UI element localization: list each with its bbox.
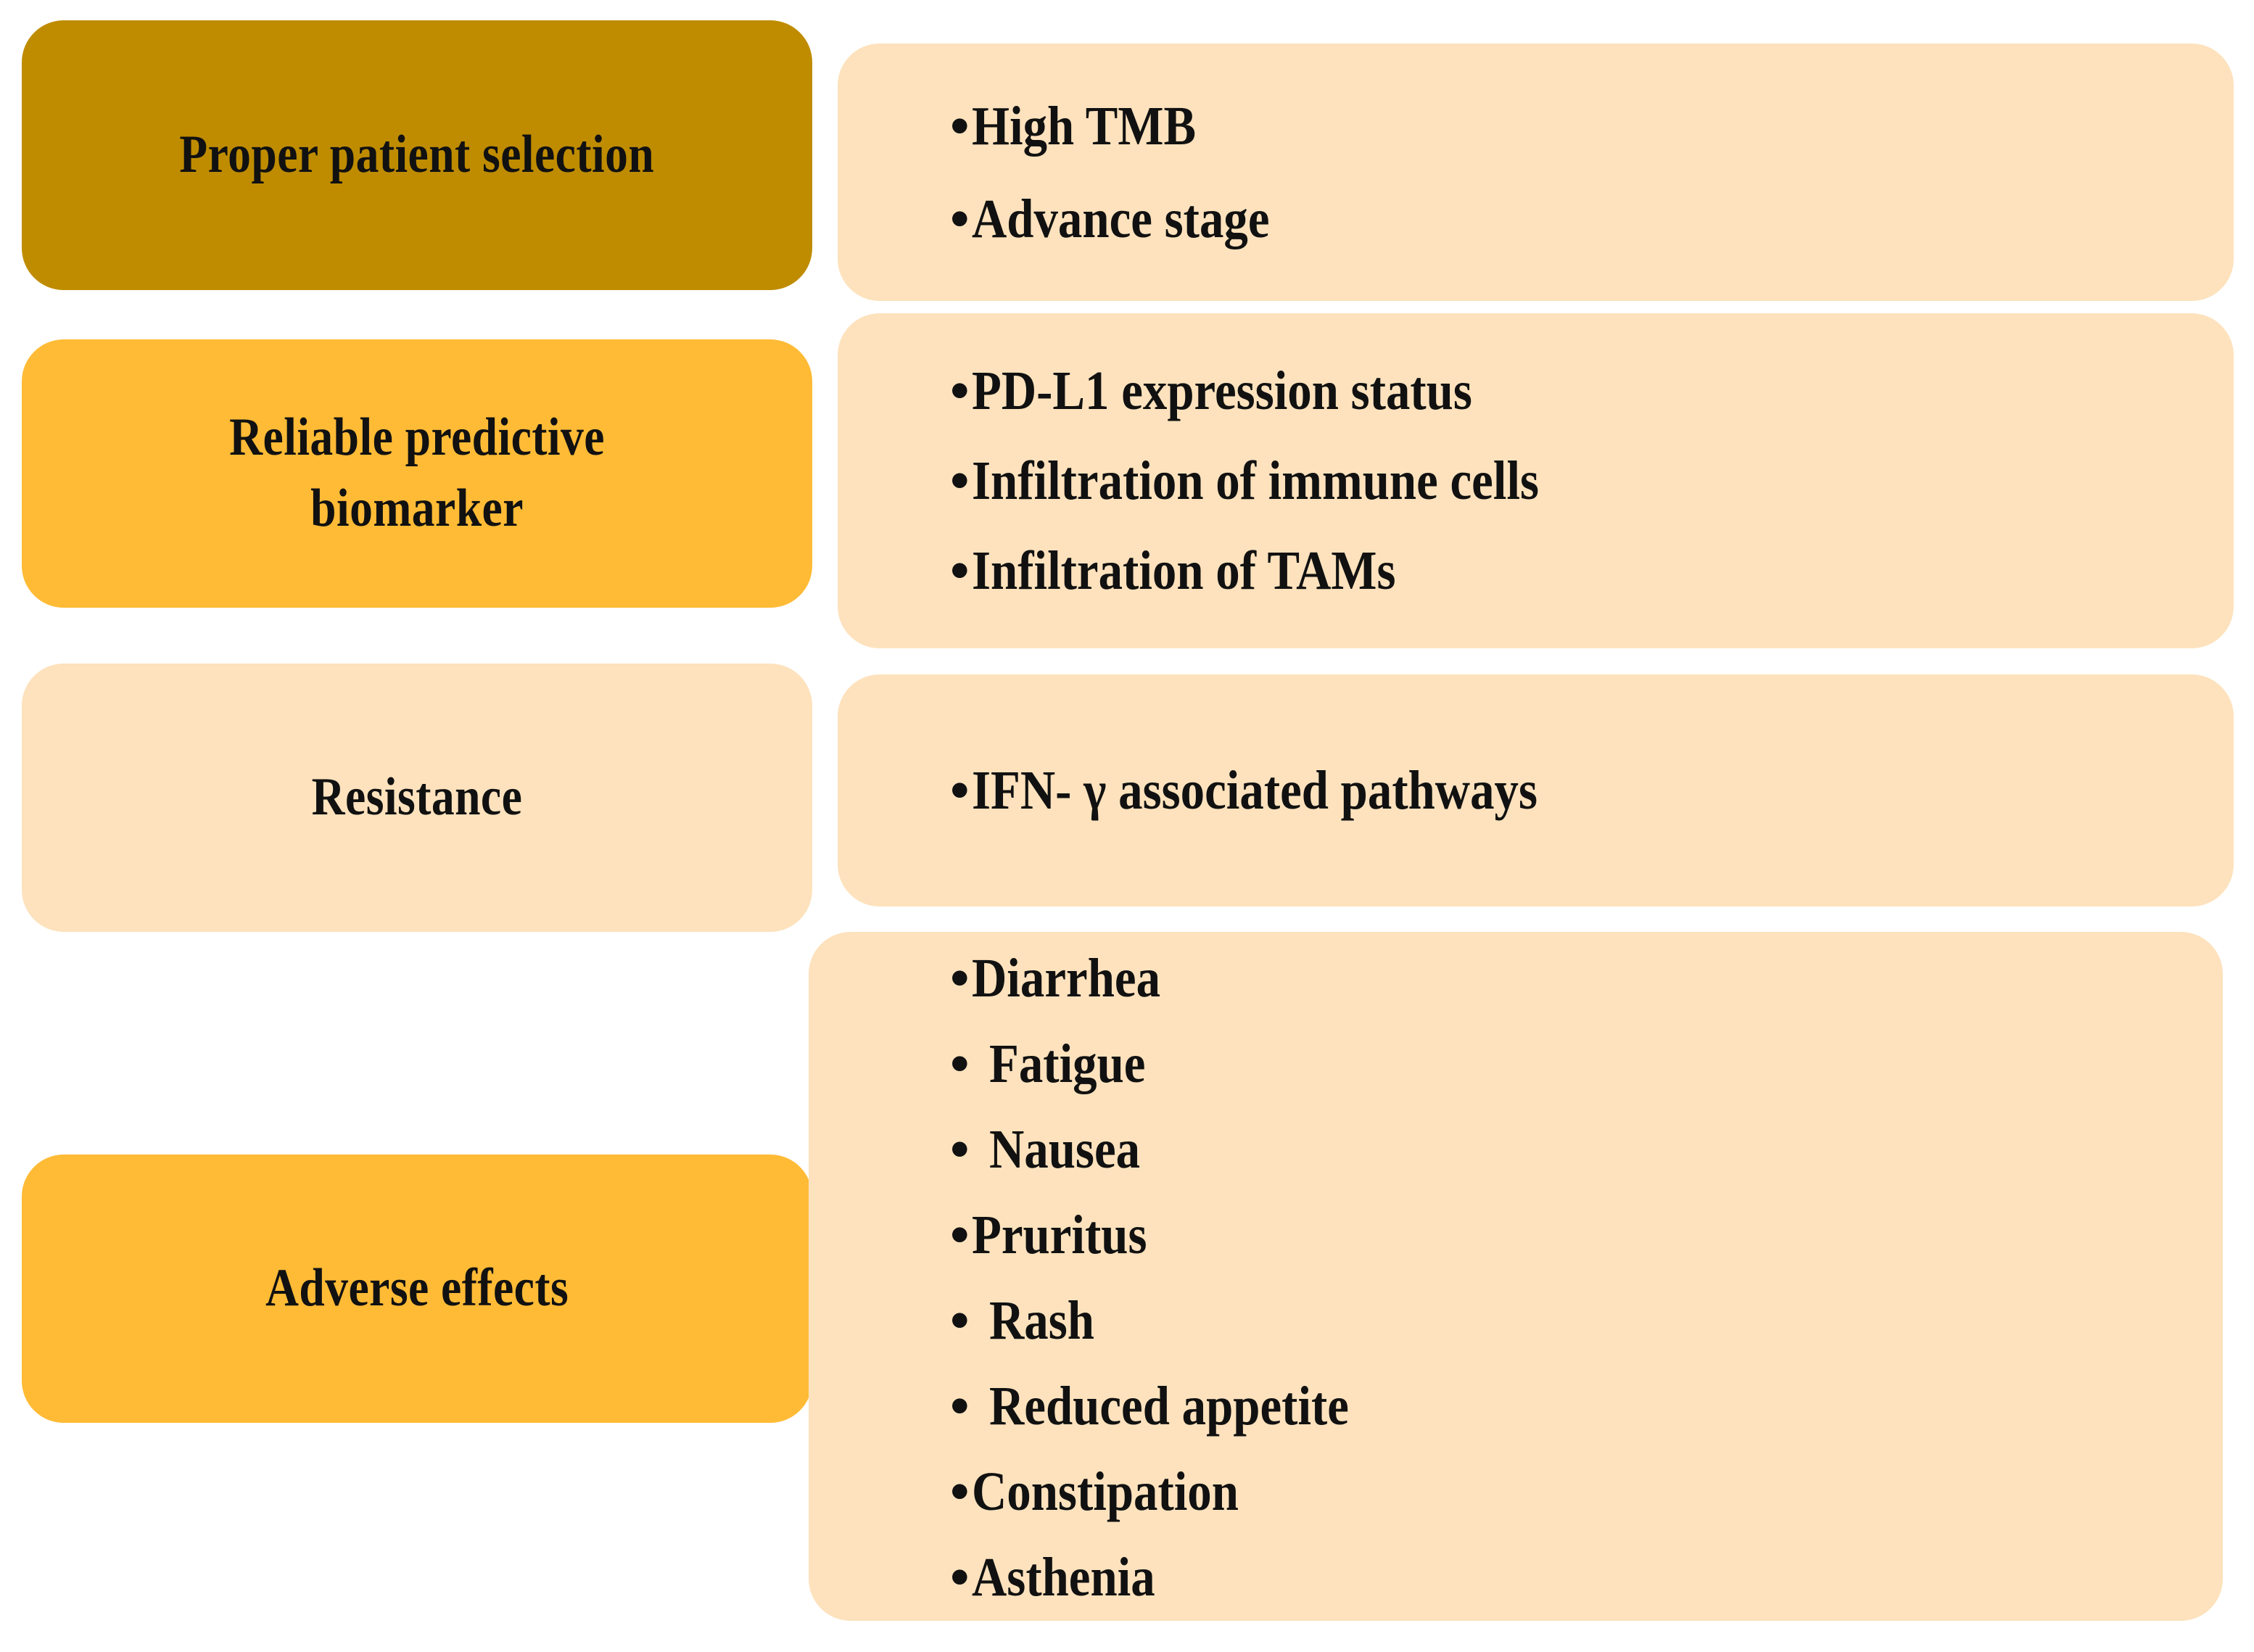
- bullet-point-icon: •: [950, 1461, 970, 1522]
- list-item-label: Advance stage: [972, 188, 1270, 249]
- list-item-label: Constipation: [972, 1461, 1239, 1522]
- detail-panel-adverse-effects: • Diarrhea • Fatigue • Nausea • Pruritus…: [809, 932, 2223, 1621]
- bullet-point-icon: •: [950, 1033, 970, 1094]
- list-item: • IFN- γ associated pathways: [950, 763, 2234, 818]
- list-item: • Reduced appetite: [950, 1379, 2223, 1434]
- bullet-point-icon: •: [950, 360, 970, 421]
- category-box-adverse-effects[interactable]: Adverse effects: [22, 1155, 812, 1423]
- list-item-label: Pruritus: [972, 1205, 1147, 1265]
- list-item-label: Reduced appetite: [989, 1376, 1349, 1437]
- category-label: Proper patient selection: [179, 125, 655, 185]
- list-item: • Nausea: [950, 1122, 2223, 1177]
- list-item-label: Rash: [989, 1290, 1094, 1351]
- detail-panel-proper-patient-selection: • High TMB • Advance stage: [838, 44, 2234, 301]
- category-label: Resistance: [311, 767, 523, 827]
- list-item: • Rash: [950, 1293, 2223, 1348]
- bullet-list: • High TMB • Advance stage: [950, 99, 2234, 247]
- list-item: • Infiltration of immune cells: [950, 453, 2234, 508]
- bullet-point-icon: •: [950, 760, 970, 821]
- list-item-label: High TMB: [972, 95, 1197, 157]
- list-item: • PD-L1 expression status: [950, 363, 2234, 418]
- category-label: Adverse effects: [265, 1258, 569, 1318]
- bullet-point-icon: •: [950, 450, 970, 511]
- list-item: • Diarrhea: [950, 951, 2223, 1006]
- list-item: • Advance stage: [950, 191, 2234, 247]
- category-box-reliable-predictive-biomarker[interactable]: Reliable predictive biomarker: [22, 339, 812, 608]
- category-box-resistance[interactable]: Resistance: [22, 664, 812, 932]
- list-item: • Pruritus: [950, 1207, 2223, 1263]
- list-item: • Constipation: [950, 1464, 2223, 1519]
- bullet-point-icon: •: [950, 1290, 970, 1351]
- list-item-label: IFN- γ associated pathways: [972, 760, 1537, 821]
- list-item-label: Fatigue: [989, 1033, 1146, 1094]
- list-item: • Asthenia: [950, 1550, 2223, 1605]
- list-item: • Fatigue: [950, 1036, 2223, 1091]
- bullet-point-icon: •: [950, 1119, 970, 1180]
- list-item-label: Diarrhea: [972, 948, 1161, 1009]
- list-item-label: Infiltration of TAMs: [972, 540, 1396, 601]
- list-item: • Infiltration of TAMs: [950, 543, 2234, 598]
- bullet-list: • PD-L1 expression status • Infiltration…: [950, 363, 2234, 598]
- bullet-list: • IFN- γ associated pathways: [950, 763, 2234, 818]
- bullet-point-icon: •: [950, 1376, 970, 1437]
- bullet-point-icon: •: [950, 540, 970, 601]
- list-item: • High TMB: [950, 99, 2234, 154]
- bullet-point-icon: •: [950, 1205, 970, 1265]
- bullet-point-icon: •: [950, 1547, 970, 1608]
- list-item-label: Infiltration of immune cells: [972, 450, 1540, 511]
- detail-panel-reliable-predictive-biomarker: • PD-L1 expression status • Infiltration…: [838, 313, 2234, 648]
- category-box-proper-patient-selection[interactable]: Proper patient selection: [22, 20, 812, 290]
- list-item-label: Asthenia: [972, 1547, 1155, 1608]
- detail-panel-resistance: • IFN- γ associated pathways: [838, 674, 2234, 906]
- bullet-point-icon: •: [950, 948, 970, 1009]
- list-item-label: PD-L1 expression status: [972, 360, 1472, 421]
- category-label: Reliable predictive biomarker: [229, 408, 605, 538]
- bullet-point-icon: •: [950, 188, 970, 249]
- bullet-point-icon: •: [950, 95, 970, 157]
- bullet-list: • Diarrhea • Fatigue • Nausea • Pruritus…: [950, 932, 2223, 1605]
- list-item-label: Nausea: [989, 1119, 1141, 1180]
